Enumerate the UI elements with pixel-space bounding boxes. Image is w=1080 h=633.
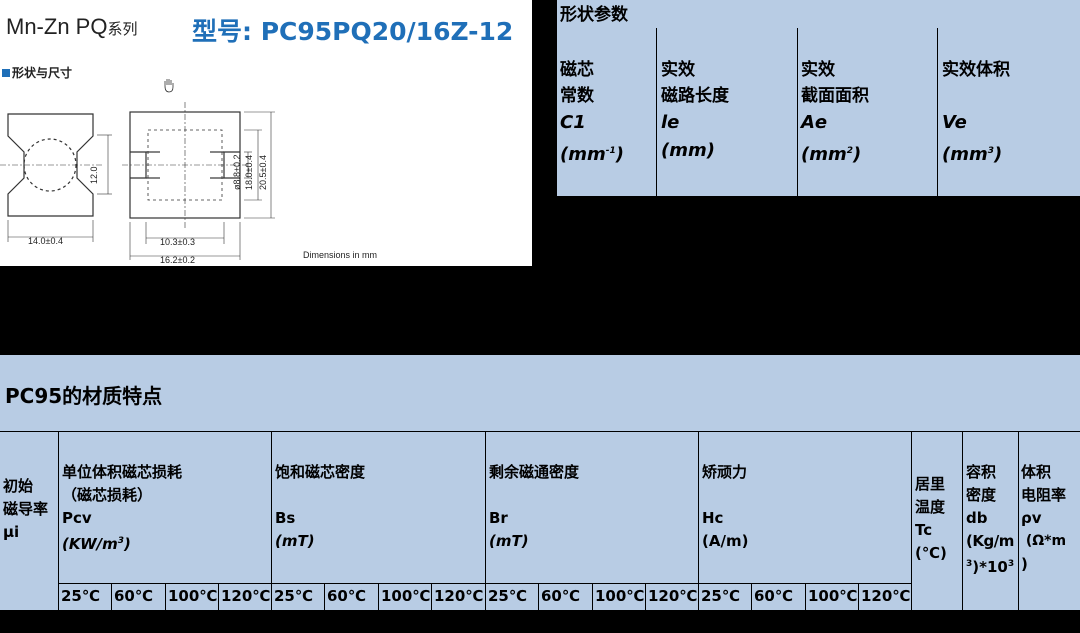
model-number: 型号: PC95PQ20/16Z-12 <box>192 17 514 46</box>
shape-table-title: 形状参数 <box>560 5 628 25</box>
temperature-cell: 100℃ <box>595 587 645 605</box>
material-table-title: PC95的材质特点 <box>5 384 163 408</box>
residual-flux-header: 剩余磁通密度 Br (mT) <box>489 463 580 550</box>
temperature-cell: 120℃ <box>434 587 484 605</box>
temperature-cell: 60℃ <box>754 587 794 605</box>
top-view-shape <box>122 102 248 228</box>
shape-parameter-table: 形状参数 磁芯 常数 C1 (mm-1) 实效 磁路长度 le (mm) 实效 … <box>557 0 1080 196</box>
dim-height-inner-label: 18.0±0.4 <box>244 155 254 190</box>
shape-col-c1: 磁芯 常数 C1 (mm-1) <box>560 60 624 165</box>
shape-col-ae: 实效 截面面积 Ae (mm2) <box>801 60 869 165</box>
temperature-cell: 25℃ <box>488 587 528 605</box>
dim-outer-label: 16.2±0.2 <box>160 255 195 265</box>
dim-inner-label: 10.3±0.3 <box>160 237 195 247</box>
column-divider <box>797 28 798 196</box>
temperature-cell: 25℃ <box>701 587 741 605</box>
dim-width-label: 14.0±0.4 <box>28 236 63 246</box>
temperature-cell: 120℃ <box>648 587 698 605</box>
section-shape-dimensions: 形状与尺寸 <box>2 64 72 81</box>
bullet-square-icon <box>2 69 10 77</box>
temperature-cell: 60℃ <box>541 587 581 605</box>
temperature-cell: 120℃ <box>861 587 911 605</box>
shape-col-le: 实效 磁路长度 le (mm) <box>661 60 729 161</box>
core-loss-header: 单位体积磁芯损耗 （磁芯损耗） Pcv (KW/m3) <box>62 463 183 553</box>
temperature-cell: 25℃ <box>61 587 101 605</box>
temperature-cell: 120℃ <box>221 587 271 605</box>
temperature-cell: 100℃ <box>381 587 431 605</box>
temperature-cell: 100℃ <box>808 587 858 605</box>
column-divider <box>656 28 657 196</box>
temperature-cell: 25℃ <box>274 587 314 605</box>
dim-center-pole-label: ø8.8±0.2 <box>232 155 242 190</box>
row-divider <box>0 431 1080 432</box>
shape-col-ve: 实效体积 Ve (mm3) <box>942 60 1010 165</box>
coercivity-header: 矫顽力 Hc (A/m) <box>702 463 749 550</box>
saturation-density-header: 饱和磁芯密度 Bs (mT) <box>275 463 366 550</box>
core-dimension-drawing: 14.0±0.4 12.0 <box>0 79 377 265</box>
column-divider <box>937 28 938 196</box>
temperature-cell: 60℃ <box>327 587 367 605</box>
product-drawing-panel: Mn-Zn PQ系列 型号: PC95PQ20/16Z-12 形状与尺寸 14.… <box>0 0 532 266</box>
temperature-cell: 100℃ <box>168 587 218 605</box>
dimensions-unit-note: Dimensions in mm <box>303 250 377 260</box>
temperature-cell: 60℃ <box>114 587 154 605</box>
dim-height-outer-label: 20.5±0.4 <box>258 155 268 190</box>
dim-window-label: 12.0 <box>89 166 99 184</box>
side-view-shape <box>0 113 104 217</box>
hand-icon <box>164 79 174 93</box>
series-name: Mn-Zn PQ系列 <box>6 14 138 39</box>
